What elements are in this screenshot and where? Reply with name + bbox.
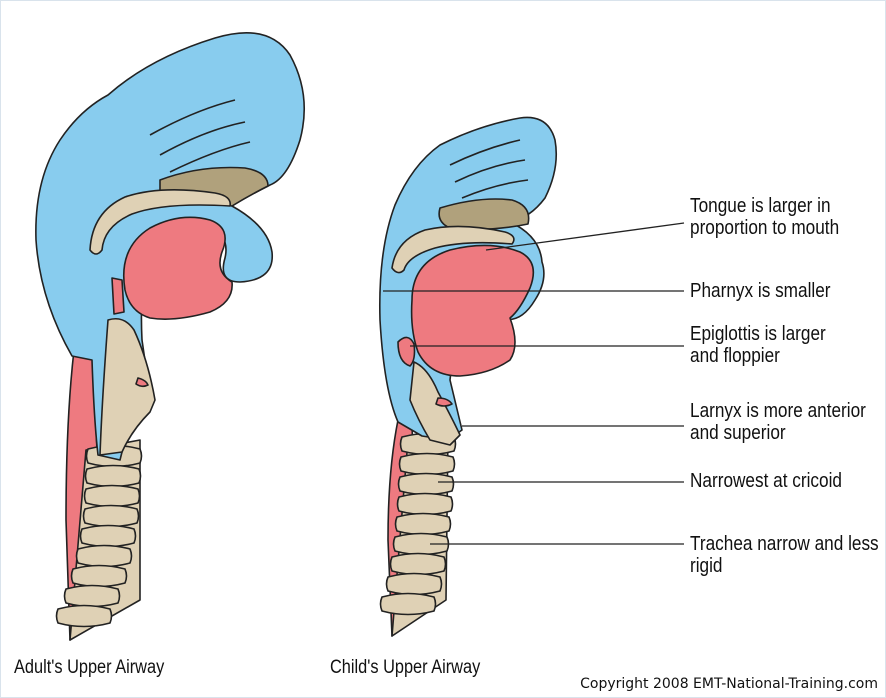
annotation-trachea: Trachea narrow and less rigid — [690, 533, 879, 577]
annotation-cricoid-line1: Narrowest at cricoid — [690, 470, 842, 492]
annotation-epiglottis: Epiglottis is larger and floppier — [690, 323, 826, 367]
adult-airway-figure — [36, 33, 304, 640]
copyright-notice: Copyright 2008 EMT-National-Training.com — [580, 676, 878, 692]
annotation-tongue-line2: proportion to mouth — [690, 217, 839, 239]
caption-child: Child's Upper Airway — [330, 657, 480, 679]
adult-epiglottis — [112, 278, 124, 314]
annotation-epiglottis-line1: Epiglottis is larger — [690, 323, 826, 345]
caption-adult: Adult's Upper Airway — [14, 657, 164, 679]
annotation-tongue-line1: Tongue is larger in — [690, 195, 839, 217]
annotation-larynx-line2: and superior — [690, 422, 866, 444]
child-tongue — [412, 245, 534, 376]
annotation-larynx: Larnyx is more anterior and superior — [690, 400, 866, 444]
annotation-epiglottis-line2: and floppier — [690, 345, 826, 367]
adult-larynx — [100, 319, 155, 455]
annotation-trachea-line2: rigid — [690, 555, 879, 577]
child-airway-figure — [380, 117, 556, 636]
annotation-tongue: Tongue is larger in proportion to mouth — [690, 195, 839, 239]
annotation-pharynx-line1: Pharnyx is smaller — [690, 280, 831, 302]
annotation-trachea-line1: Trachea narrow and less — [690, 533, 879, 555]
annotation-pharynx: Pharnyx is smaller — [690, 280, 831, 302]
annotation-larynx-line1: Larnyx is more anterior — [690, 400, 866, 422]
annotation-cricoid: Narrowest at cricoid — [690, 470, 842, 492]
